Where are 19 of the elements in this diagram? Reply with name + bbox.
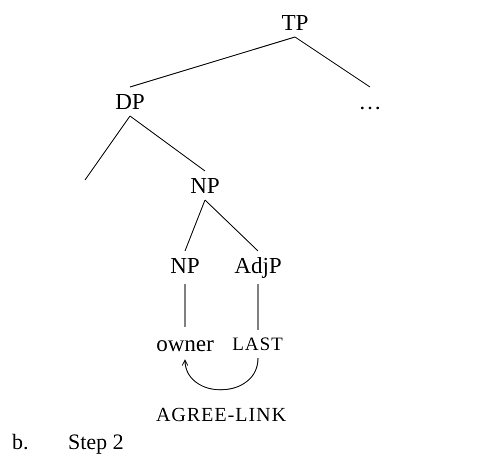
branch-line bbox=[184, 284, 186, 328]
tree-node-label: TP bbox=[282, 10, 308, 35]
branch-line bbox=[84, 116, 130, 180]
branch-line bbox=[130, 36, 296, 88]
tree-node-label: NP bbox=[190, 173, 220, 198]
tree-node-label: NP bbox=[170, 253, 200, 278]
tree-node-label: AdjP bbox=[234, 253, 282, 278]
word-label: LAST bbox=[232, 334, 284, 355]
edge-label: AGREE-LINK bbox=[156, 404, 288, 426]
word-label: owner bbox=[156, 331, 214, 356]
branch-line bbox=[294, 36, 370, 88]
branch-line bbox=[204, 200, 258, 252]
tree-node-label: DP bbox=[115, 89, 145, 114]
step-label: Step 2 bbox=[68, 431, 124, 453]
example-letter: b. bbox=[12, 431, 28, 453]
ellipsis: … bbox=[358, 89, 382, 114]
branch-line bbox=[184, 200, 206, 252]
branch-line bbox=[130, 116, 206, 172]
curved-arrow bbox=[182, 358, 258, 390]
